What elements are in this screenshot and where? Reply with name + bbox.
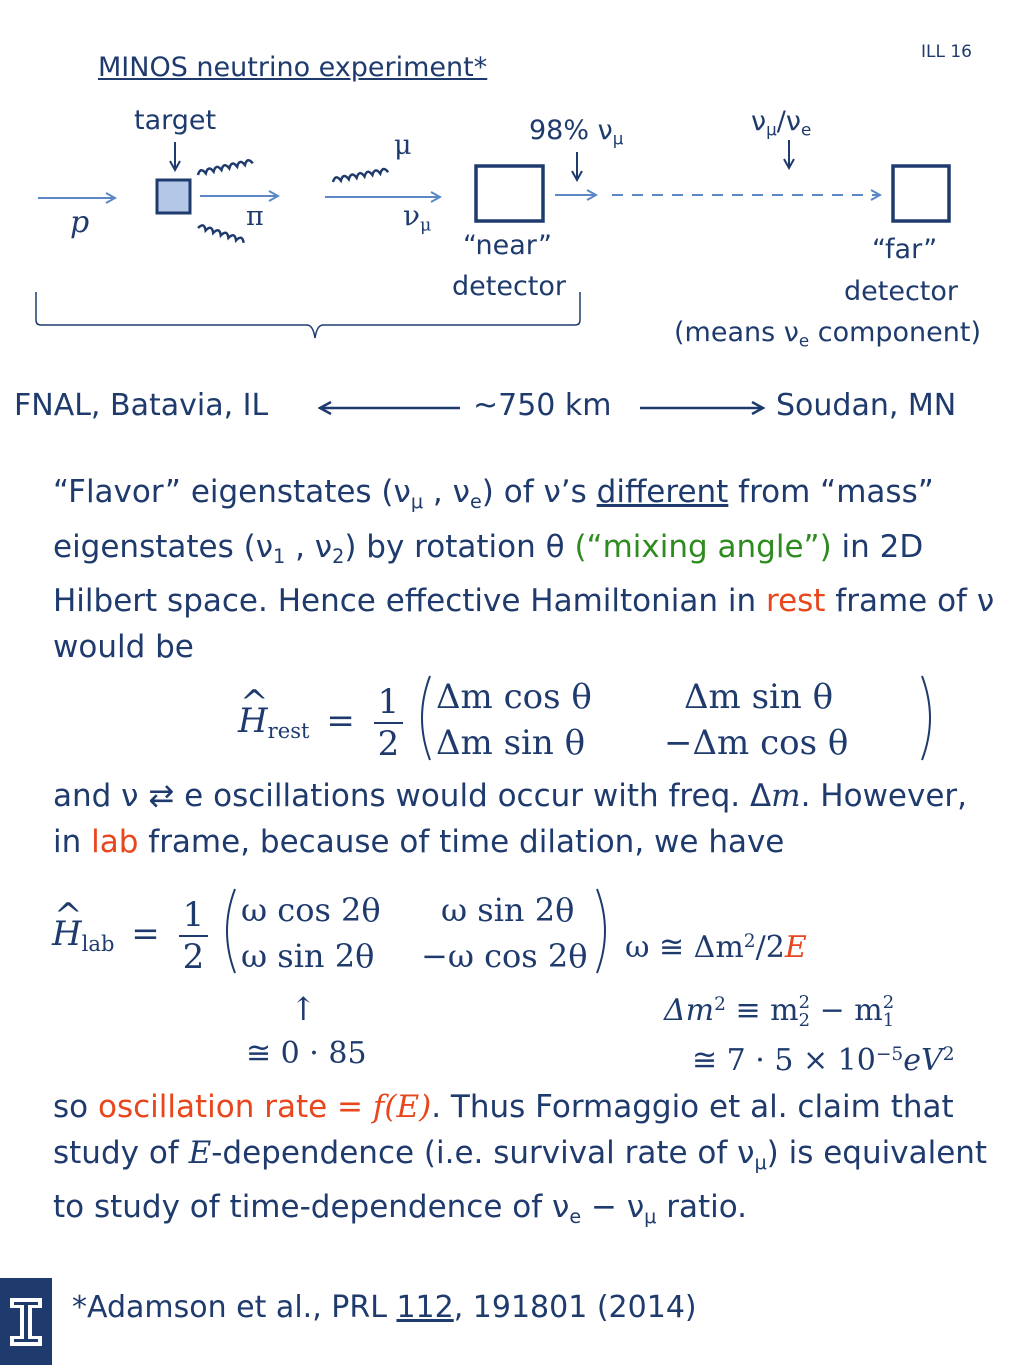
near-detector-label-line2: detector	[452, 271, 566, 302]
omega-definition: ω ≅ Δm2/2E	[625, 930, 807, 965]
paragraph-flavor-eigenstates: “Flavor” eigenstates (νμ , νe) of ν’s di…	[53, 474, 995, 665]
near-detector-box	[474, 164, 545, 223]
wavy-emission-upper	[196, 159, 254, 177]
fnal-location-label: FNAL, Batavia, IL	[14, 388, 269, 423]
paragraph-oscillation-rate: so oscillation rate = f(E). Thus Formagg…	[53, 1089, 988, 1229]
h-lab-m12: ω sin 2θ	[441, 891, 574, 929]
far-detector-box	[891, 164, 951, 223]
delta-m-squared-value: ≅ 7 · 5 × 10−5eV2	[692, 1043, 955, 1078]
h-lab-m22: −ω cos 2θ	[421, 937, 587, 975]
slide-number: ILL 16	[921, 42, 972, 62]
fnal-brace	[35, 292, 581, 339]
h-rest-m21: Δm sin θ	[436, 723, 585, 763]
target-label: target	[134, 105, 217, 136]
h-rest-symbol: ^H	[238, 682, 269, 741]
mixing-angle-arrow: ↑	[290, 990, 317, 1028]
slide-title: MINOS neutrino experiment*	[98, 52, 488, 83]
far-detector-label-line2: detector	[844, 276, 958, 307]
h-lab-m11: ω cos 2θ	[241, 891, 381, 929]
far-detector-label-line1: “far”	[872, 234, 938, 265]
h-lab-m21: ω sin 2θ	[241, 937, 374, 975]
muon-wavy-line	[331, 167, 390, 184]
h-rest-m22: −Δm cos θ	[664, 723, 848, 763]
h-rest-matrix: Δm cos θ Δm sin θ Δm sin θ −Δm cos θ	[421, 675, 932, 763]
soudan-location-label: Soudan, MN	[776, 388, 957, 423]
near-beam-percent-label: 98% νμ	[529, 115, 624, 149]
near-detector-label-line1: “near”	[463, 230, 553, 261]
distance-label: ~750 km	[473, 388, 612, 423]
illinois-block-i-logo-icon	[0, 1278, 52, 1365]
muon-label: μ	[394, 130, 412, 161]
pion-label: π	[246, 201, 264, 232]
mixing-approx-value: ≅ 0 · 85	[246, 1036, 367, 1071]
far-detector-note: (means νe component)	[674, 317, 982, 351]
proton-label: p	[70, 205, 90, 240]
h-rest-m12: Δm sin θ	[684, 677, 833, 717]
experiment-diagram	[35, 140, 951, 440]
numu-label: νμ	[403, 199, 432, 236]
h-lab-matrix: ω cos 2θ ω sin 2θ ω sin 2θ −ω cos 2θ	[226, 888, 607, 975]
target-box	[155, 178, 192, 215]
h-rest-m11: Δm cos θ	[436, 677, 592, 717]
paragraph-oscillations: and ν ⇄ e oscillations would occur with …	[53, 778, 968, 860]
footnote-reference: *Adamson et al., PRL 112, 191801 (2014)	[72, 1290, 697, 1325]
h-lab-symbol: ^H	[52, 895, 83, 954]
far-flavor-label: νμ/νe	[751, 106, 812, 140]
wavy-emission-lower	[197, 224, 245, 244]
